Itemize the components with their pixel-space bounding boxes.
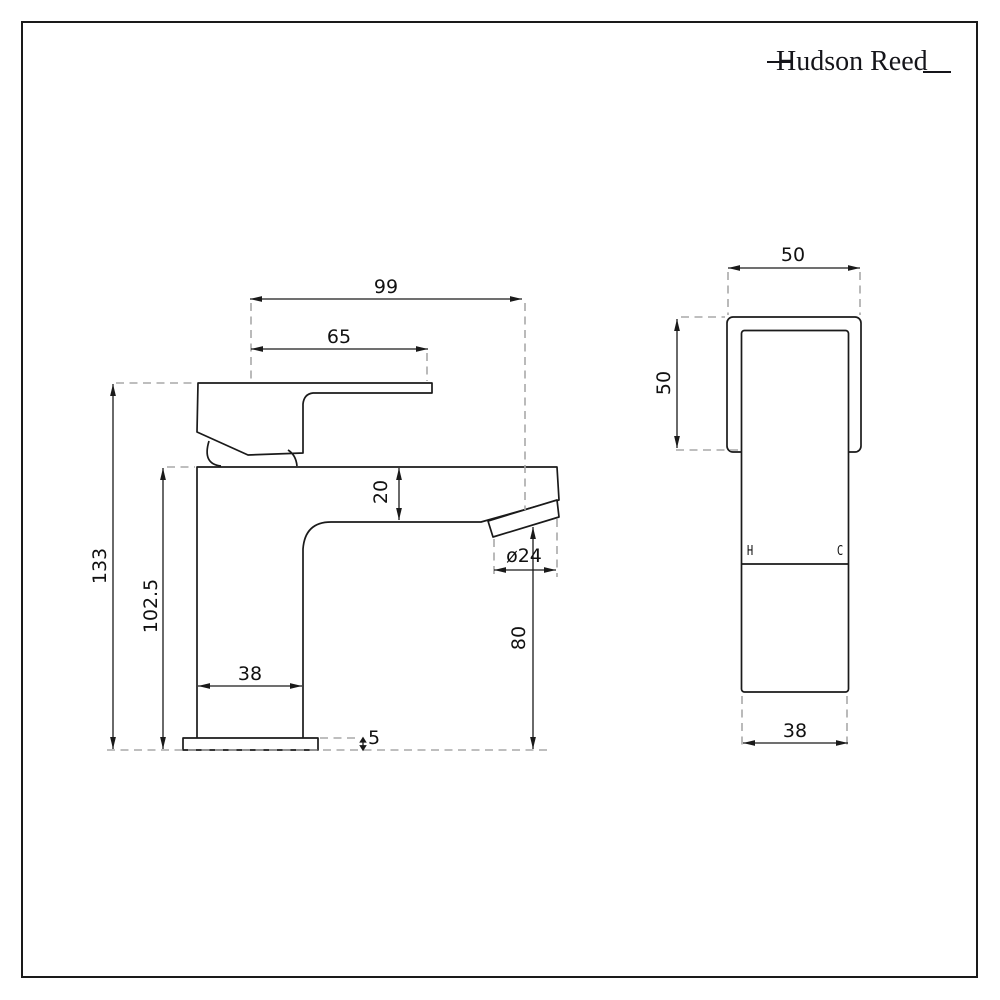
faucet-base-plate — [182, 737, 319, 751]
dim-handle-reach-label: 65 — [326, 326, 352, 348]
brand-logo-text: Hudson Reed — [776, 46, 928, 77]
dim-body-width-front-label: 38 — [782, 720, 808, 742]
logo-right-underline — [923, 71, 951, 74]
faucet-handle-outline — [196, 382, 433, 456]
dim-handle-width-label: 50 — [780, 244, 806, 266]
handle-joint-arc-right — [287, 449, 298, 467]
dim-body-width-label: 38 — [237, 663, 263, 685]
cold-indicator-label: C — [836, 543, 844, 559]
body-front-outline — [740, 329, 850, 693]
front-view-dimension-lines — [674, 265, 860, 746]
dim-clearance-height-label: 80 — [508, 625, 530, 651]
dim-base-height-label: 5 — [367, 727, 381, 749]
faucet-spout-outline — [487, 499, 560, 538]
front-view — [674, 265, 862, 749]
handle-joint-arc-left — [206, 440, 222, 467]
base-height-arrow-down — [359, 745, 367, 752]
faucet-body-outline — [196, 466, 560, 738]
hot-indicator-label: H — [746, 543, 754, 559]
side-view-dimension-lines — [110, 296, 556, 752]
side-view-outline — [182, 382, 560, 751]
dim-spout-depth-label: 20 — [370, 479, 392, 505]
dim-spout-diameter-label: ø24 — [506, 545, 542, 567]
front-view-outline — [726, 316, 862, 693]
base-height-arrow-up — [359, 736, 367, 743]
side-view — [107, 296, 560, 752]
side-view-extension-lines — [107, 303, 558, 751]
dim-overall-height-label: 133 — [89, 547, 111, 585]
brand-logo: Hudson Reed — [767, 45, 957, 81]
dim-handle-height-label: 50 — [653, 370, 675, 396]
dim-body-height-label: 102.5 — [140, 578, 162, 634]
logo-left-rule — [767, 61, 791, 64]
drawing-border-frame — [21, 21, 978, 978]
dim-overall-reach-label: 99 — [373, 276, 399, 298]
